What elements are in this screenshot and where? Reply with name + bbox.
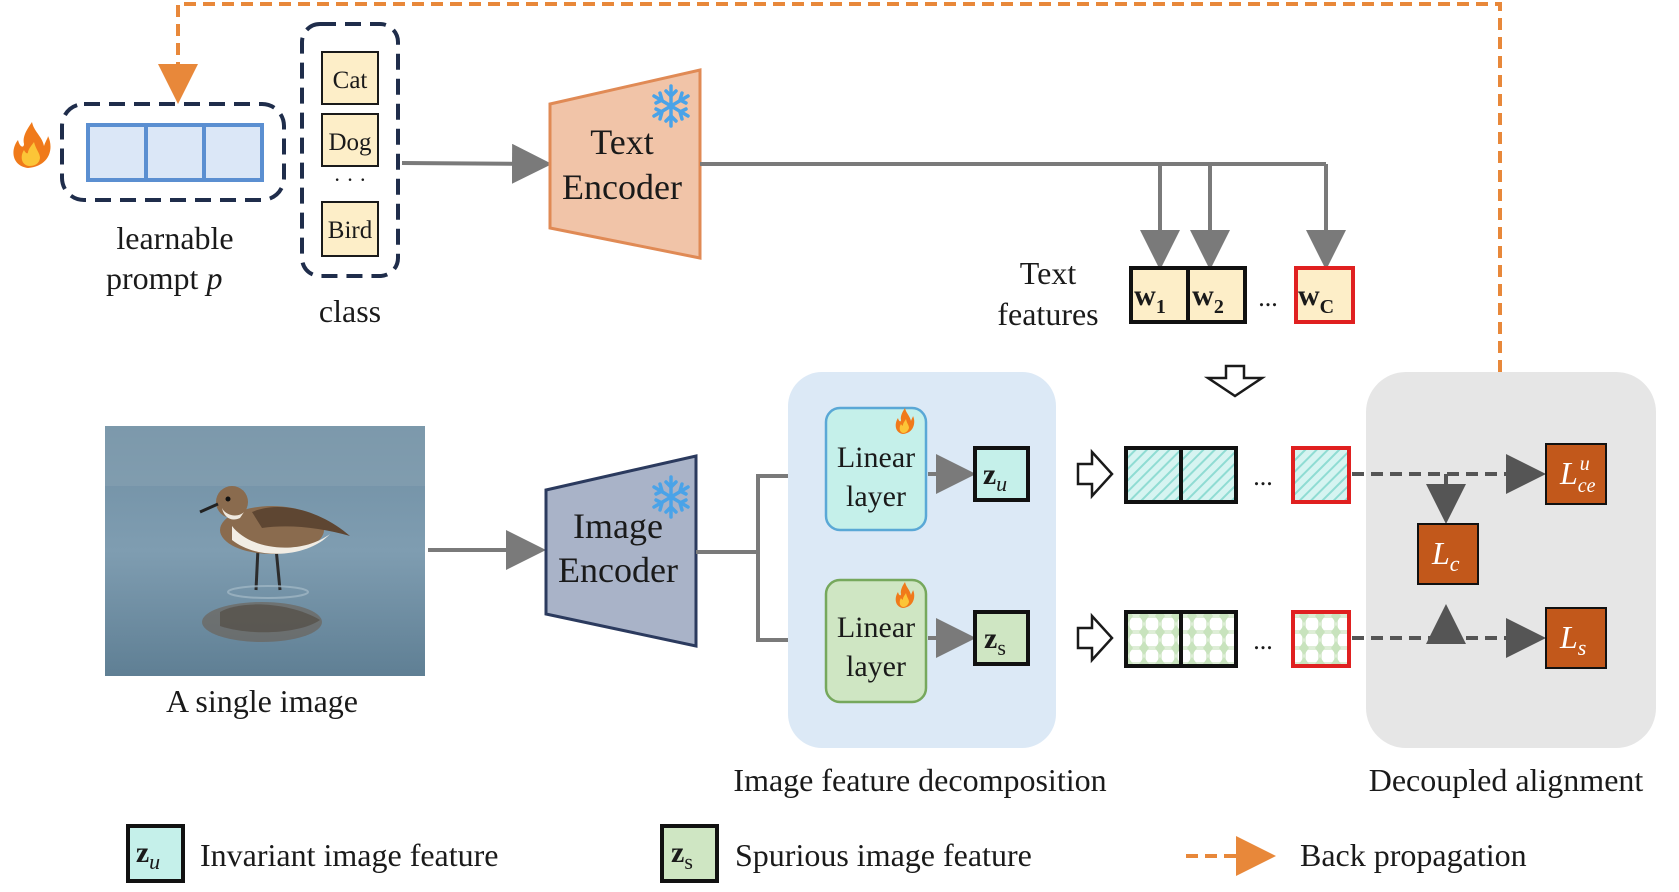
legend-zs-swatch (660, 824, 719, 883)
zu-label: zu (983, 458, 1007, 496)
legend-backprop: Back propagation (1300, 837, 1527, 873)
loss-ce-u-box (1545, 443, 1607, 505)
snowflake-icon (652, 84, 690, 128)
class-cat-box (321, 51, 379, 105)
text-feature-w2 (1186, 266, 1247, 324)
wc-base: w (1298, 279, 1320, 312)
flame-icon (895, 408, 915, 434)
class-dog-box (321, 113, 379, 167)
text-features-ellipsis: ... (1258, 283, 1278, 312)
prompt-label-line1: learnable (116, 220, 233, 256)
prompt-label-prefix: prompt (106, 260, 206, 296)
text-features-label-line1: Text (1020, 255, 1077, 291)
loss-ce-u-sub: ce (1578, 475, 1596, 497)
image-encoder-line1: Image (573, 506, 663, 546)
linear-top-line2: layer (846, 480, 906, 513)
text-features-label-line2: features (997, 296, 1098, 332)
zu-box (973, 446, 1030, 502)
class-bird: Bird (328, 217, 373, 244)
zs-sub: s (997, 635, 1006, 660)
legend-zu-base: z (136, 836, 149, 869)
w1-base: w (1134, 279, 1156, 312)
legend-zs-label: zs (671, 836, 693, 874)
class-dog: Dog (328, 129, 372, 156)
zs-box (973, 610, 1030, 666)
legend-zu-swatch (126, 824, 185, 883)
class-ellipsis: · · · (334, 167, 367, 192)
prompt-label-line2: prompt p (106, 260, 222, 296)
class-cat: Cat (333, 67, 368, 94)
prompt-variable: p (204, 260, 222, 296)
arrow-class-to-text-encoder (401, 143, 552, 184)
right-arrow-icon (1076, 448, 1114, 500)
backprop-path (158, 2, 1502, 372)
w1-sub: 1 (1156, 296, 1166, 318)
legend-zs-sub: s (684, 849, 693, 874)
loss-s-sub: s (1578, 635, 1587, 660)
loss-ce-u-base: L (1559, 455, 1578, 491)
class-label: class (319, 293, 381, 329)
loss-s-base: L (1559, 619, 1578, 655)
class-group (300, 22, 400, 278)
loss-c-label: Lc (1431, 535, 1460, 576)
loss-s-label: Ls (1559, 619, 1586, 660)
wc-sub: C (1320, 296, 1334, 318)
legend-spurious: Spurious image feature (735, 837, 1032, 873)
text-feature-w1-label: w1 (1134, 279, 1166, 318)
linear-top-line1: Linear (837, 441, 915, 474)
similarity-row-invariant (1124, 446, 1351, 504)
loss-c-base: L (1431, 535, 1450, 571)
similarity-row-spurious (1124, 610, 1351, 668)
legend-zu-label: zu (136, 836, 160, 874)
loss-ce-u-sup: u (1580, 453, 1590, 475)
w2-sub: 2 (1214, 296, 1224, 318)
class-bird-box (321, 201, 379, 257)
text-encoder (548, 68, 702, 260)
legend-zu-sub: u (149, 849, 160, 874)
alignment-arrows (1352, 454, 1546, 658)
row-bottom-ellipsis: ... (1253, 626, 1273, 655)
down-arrow-icon (1203, 364, 1267, 398)
bird-photo (105, 426, 425, 676)
flame-icon (895, 582, 915, 608)
zs-label: zs (984, 622, 1006, 660)
image-label: A single image (166, 683, 358, 719)
linear-bottom-line2: layer (846, 650, 906, 683)
text-feature-wc (1294, 266, 1355, 324)
zs-base: z (984, 622, 997, 655)
decomposition-title: Image feature decomposition (733, 762, 1106, 798)
loss-s-box (1545, 607, 1607, 669)
w2-base: w (1192, 279, 1214, 312)
text-feature-w2-label: w2 (1192, 279, 1224, 318)
linear-layer-bottom (824, 578, 928, 704)
text-feature-wc-label: wC (1298, 279, 1334, 318)
snowflake-icon (652, 475, 690, 519)
row-top-ellipsis: ... (1253, 462, 1273, 491)
linear-bottom-line1: Linear (837, 611, 915, 644)
alignment-title: Decoupled alignment (1369, 762, 1644, 798)
flame-icon (13, 122, 51, 168)
linear-layer-top (824, 406, 928, 532)
text-encoder-output (700, 162, 1346, 270)
zu-base: z (983, 458, 996, 491)
loss-c-box (1417, 523, 1479, 585)
loss-c-sub: c (1450, 551, 1460, 576)
right-arrow-icon (1076, 612, 1114, 664)
text-encoder-line1: Text (590, 122, 653, 162)
legend-zs-base: z (671, 836, 684, 869)
zu-sub: u (996, 471, 1007, 496)
learnable-prompt (60, 102, 286, 202)
legend-invariant: Invariant image feature (200, 837, 499, 873)
alignment-panel (1366, 372, 1656, 748)
text-encoder-line2: Encoder (562, 167, 682, 207)
image-encoder-line2: Encoder (558, 550, 678, 590)
